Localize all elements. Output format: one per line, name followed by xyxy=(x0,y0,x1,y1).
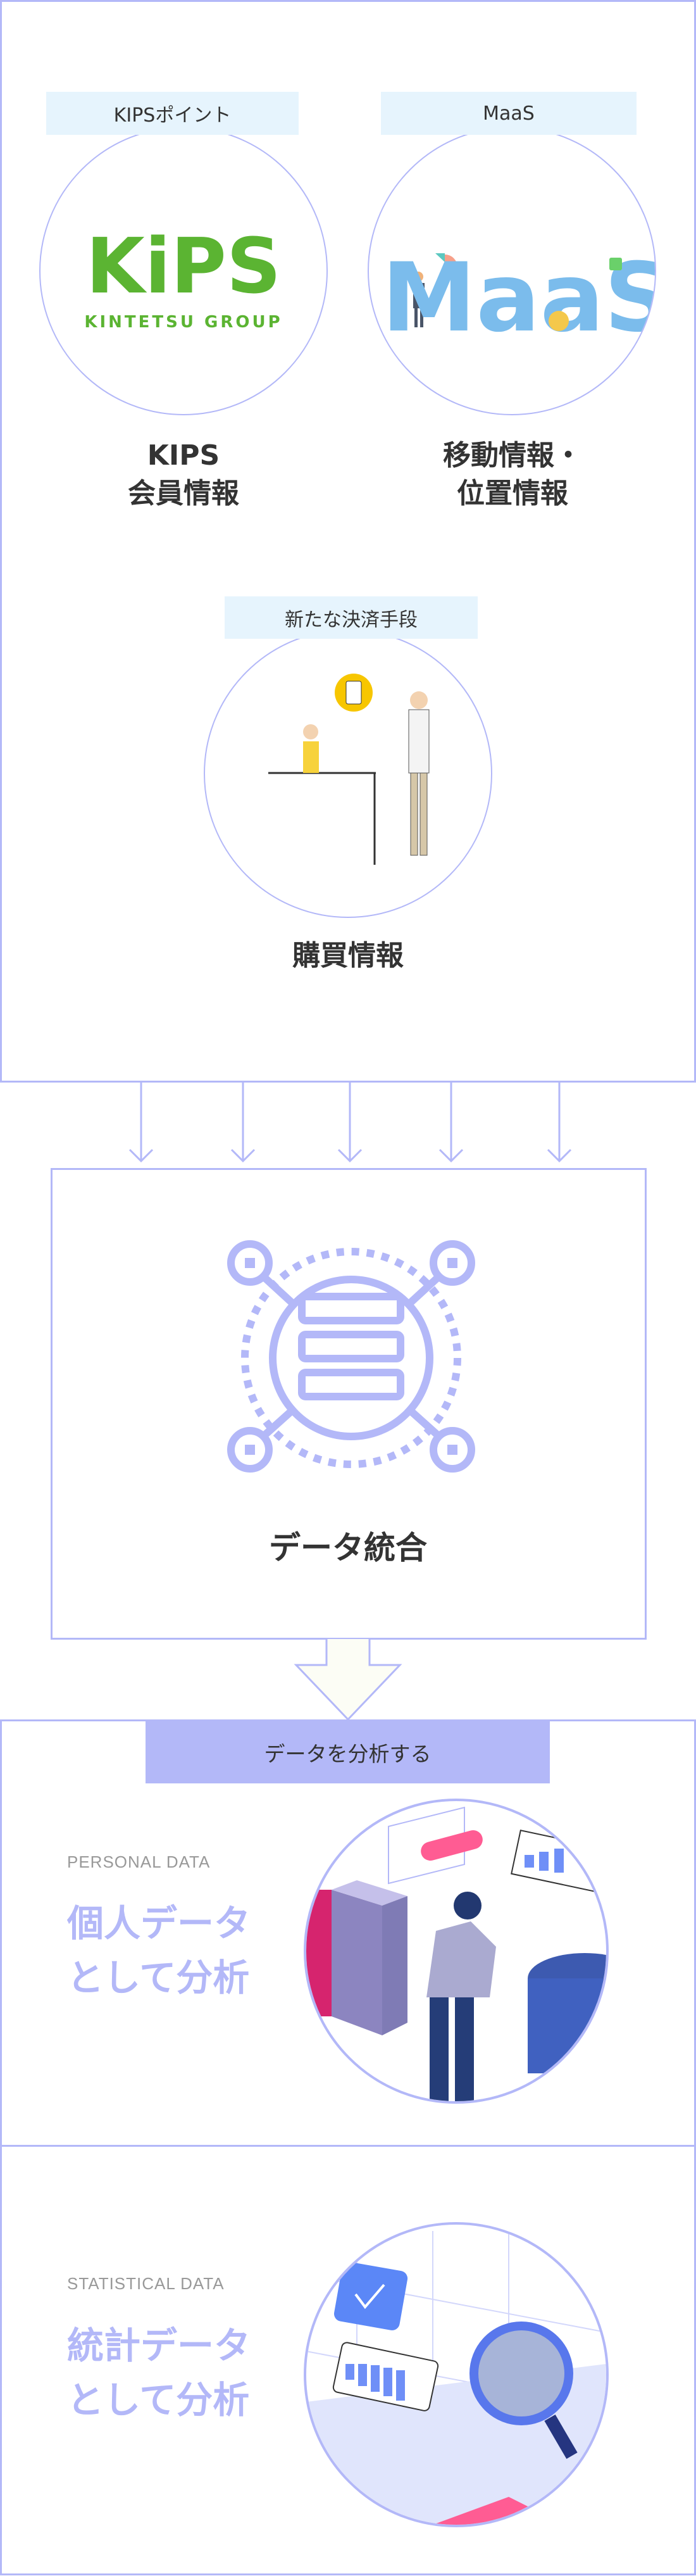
database-network-icon xyxy=(227,1240,475,1473)
kips-logo-sub: KINTETSU GROUP xyxy=(84,313,283,332)
integration-label: データ統合 xyxy=(269,1530,427,1566)
label-line: KIPS xyxy=(147,439,220,472)
payment-label: 購買情報 xyxy=(221,937,475,975)
big-arrow-down-icon xyxy=(294,1639,402,1721)
statistical-en-label: STATISTICAL DATA xyxy=(67,2274,225,2293)
arrow-down-icon xyxy=(230,1081,256,1163)
kips-logo-text: KiPS xyxy=(85,223,282,311)
label-line: 位置情報 xyxy=(457,477,568,510)
flow-arrows xyxy=(128,1081,572,1163)
kips-logo: KiPS KINTETSU GROUP xyxy=(40,229,326,332)
arrow-down-icon xyxy=(438,1081,464,1163)
payment-illustration xyxy=(268,674,430,865)
statistical-illustration xyxy=(304,2222,609,2527)
maas-illustration: MaaS xyxy=(382,243,655,353)
analysis-header: データを分析する xyxy=(146,1721,550,1783)
personal-en-label: PERSONAL DATA xyxy=(67,1852,211,1871)
payment-circle xyxy=(204,629,492,918)
heading-line: 統計データ xyxy=(67,2324,251,2367)
kips-label: KIPS 会員情報 xyxy=(57,437,310,513)
payment-tag: 新たな決済手段 xyxy=(225,596,478,639)
kips-tag: KIPSポイント xyxy=(46,92,299,135)
personal-illustration xyxy=(304,1799,609,2104)
integration-panel xyxy=(51,1168,647,1640)
label-line: 購買情報 xyxy=(292,939,404,972)
heading-line: 個人データ xyxy=(67,1902,251,1945)
maas-circle: MaaS xyxy=(368,127,656,415)
heading-line: として分析 xyxy=(67,2378,250,2422)
personal-heading: 個人データ として分析 xyxy=(67,1896,251,2005)
arrow-down-icon xyxy=(547,1081,572,1163)
label-line: 移動情報・ xyxy=(443,439,582,472)
maas-tag: MaaS xyxy=(381,92,637,135)
label-line: 会員情報 xyxy=(128,477,239,510)
arrow-down-icon xyxy=(128,1081,154,1163)
arrow-down-icon xyxy=(337,1081,363,1163)
heading-line: として分析 xyxy=(67,1956,250,1999)
kips-circle: KiPS KINTETSU GROUP xyxy=(39,127,328,415)
maas-label: 移動情報・ 位置情報 xyxy=(386,437,639,513)
statistical-heading: 統計データ として分析 xyxy=(67,2318,251,2427)
